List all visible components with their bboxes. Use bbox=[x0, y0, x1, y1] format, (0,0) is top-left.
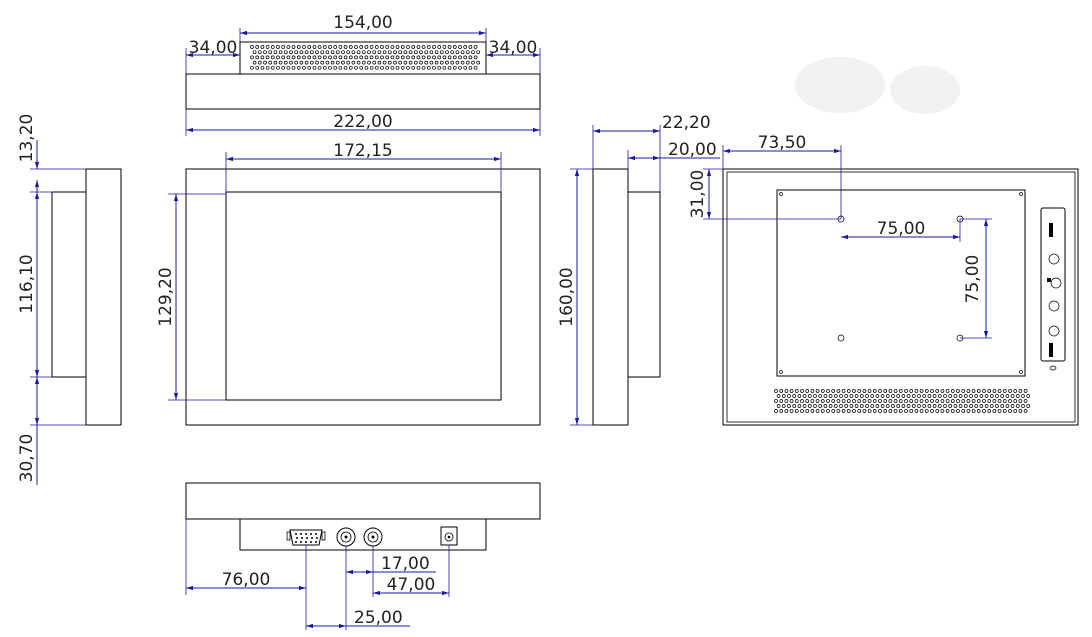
control-button-panel bbox=[1040, 207, 1066, 371]
top-view: 154,00 34,00 34,00 222,00 bbox=[185, 13, 541, 136]
rear-inner-frame bbox=[726, 171, 1076, 423]
bnc-connector-2 bbox=[363, 527, 383, 547]
dim-top-total: 154,00 bbox=[333, 13, 392, 33]
dim-top-left-offset: 34,00 bbox=[189, 38, 238, 58]
dim-connector-x: 76,00 bbox=[222, 570, 271, 590]
dim-top-right-offset: 34,00 bbox=[489, 38, 538, 58]
bottom-back-box bbox=[239, 518, 487, 551]
bnc-connector-1 bbox=[336, 527, 356, 547]
top-bezel bbox=[185, 73, 541, 110]
dim-active-height: 129,20 bbox=[156, 267, 176, 326]
dim-depth-total: 22,20 bbox=[662, 113, 711, 133]
dim-body-height: 116,10 bbox=[17, 254, 37, 313]
dim-overall-height: 160,00 bbox=[557, 267, 577, 326]
background-smudge bbox=[795, 57, 960, 114]
right-back-box bbox=[627, 191, 661, 378]
dim-bnc-spacing: 25,00 bbox=[354, 608, 403, 628]
bottom-view: 76,00 25,00 17,00 47,00 bbox=[185, 482, 541, 630]
dim-vesa-v: 75,00 bbox=[963, 255, 983, 304]
rear-view: 73,50 31,00 75,00 75,00 bbox=[688, 133, 1079, 426]
left-bezel bbox=[85, 168, 122, 426]
top-vent-holes bbox=[250, 45, 481, 70]
dim-overall-width: 222,00 bbox=[333, 112, 392, 132]
right-bezel bbox=[592, 168, 629, 426]
front-view: 172,15 129,20 bbox=[156, 141, 541, 426]
rear-vent-holes bbox=[774, 389, 1031, 413]
front-screen bbox=[225, 191, 502, 401]
left-side-view: 13,20 116,10 30,70 bbox=[17, 114, 122, 485]
dim-mount-y: 31,00 bbox=[688, 170, 708, 219]
right-side-view: 160,00 22,20 20,00 bbox=[557, 113, 720, 426]
front-bezel bbox=[185, 168, 541, 426]
vga-connector bbox=[286, 529, 326, 546]
dim-bezel-depth: 13,20 bbox=[17, 114, 37, 163]
dim-active-width: 172,15 bbox=[333, 141, 392, 161]
left-back-box bbox=[51, 191, 87, 378]
dim-bnc-to-power: 47,00 bbox=[387, 575, 436, 595]
rear-mount-plate bbox=[776, 189, 1026, 377]
dim-vesa-h: 75,00 bbox=[877, 219, 926, 239]
dc-power-jack bbox=[440, 526, 458, 546]
bottom-bezel bbox=[185, 482, 541, 520]
dim-bnc-to-bnc: 17,00 bbox=[381, 554, 430, 574]
dim-bottom-offset: 30,70 bbox=[17, 434, 37, 483]
dim-mount-x: 73,50 bbox=[758, 133, 807, 153]
rear-outer-frame bbox=[722, 168, 1079, 426]
dim-depth-back: 20,00 bbox=[668, 140, 717, 160]
